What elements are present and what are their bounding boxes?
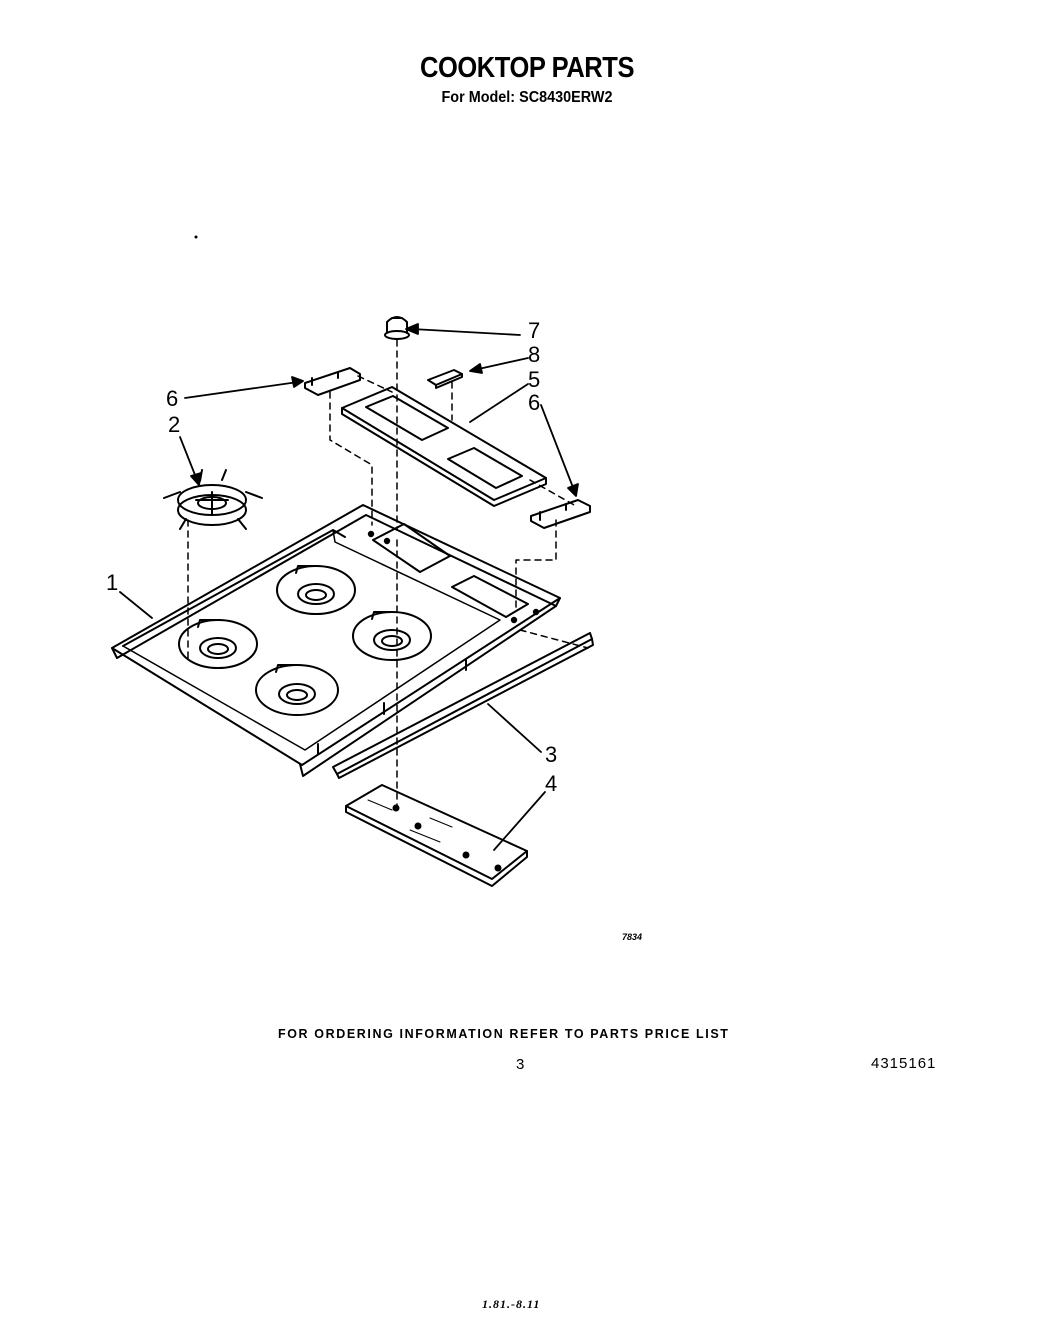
callout-5: 5 (528, 367, 540, 392)
callout-labels: 7 8 5 6 6 2 1 3 4 (106, 318, 557, 796)
callout-7: 7 (528, 318, 540, 343)
burner-well-front-right (255, 664, 339, 716)
handwritten-mark: 1.81.-8.11 (482, 1297, 541, 1311)
cooktop-panel-part-1 (111, 504, 561, 777)
callout-8: 8 (528, 342, 540, 367)
page-title: COOKTOP PARTS (419, 52, 635, 84)
insulation-plate-part-4 (345, 784, 528, 887)
document-number: 4315161 (871, 1055, 937, 1072)
burner-well-rear-left (276, 565, 356, 615)
stray-dot (194, 235, 198, 239)
alignment-lines (187, 339, 589, 811)
ordering-information-note: FOR ORDERING INFORMATION REFER TO PARTS … (278, 1027, 730, 1041)
model-subtitle: For Model: SC8430ERW2 (441, 89, 613, 106)
trim-strip-part-3 (332, 632, 594, 779)
control-frame-part-5 (341, 386, 547, 507)
callout-6-left: 6 (166, 386, 178, 411)
page-number: 3 (516, 1056, 525, 1073)
burner-well-rear-right (352, 611, 432, 661)
control-knob-part-7 (384, 316, 410, 340)
figure-code: 7834 (622, 932, 643, 942)
burner-well-front-left (178, 619, 258, 669)
bracket-left-part-6 (304, 367, 361, 396)
indicator-plate-part-8 (427, 369, 463, 389)
callout-1: 1 (106, 570, 118, 595)
burner-grate-part-2 (163, 469, 263, 530)
callout-4: 4 (545, 771, 557, 796)
leader-lines (119, 323, 579, 851)
callout-2: 2 (168, 412, 180, 437)
callout-6-right: 6 (528, 390, 540, 415)
bracket-right-part-6 (530, 499, 591, 529)
callout-3: 3 (545, 742, 557, 767)
